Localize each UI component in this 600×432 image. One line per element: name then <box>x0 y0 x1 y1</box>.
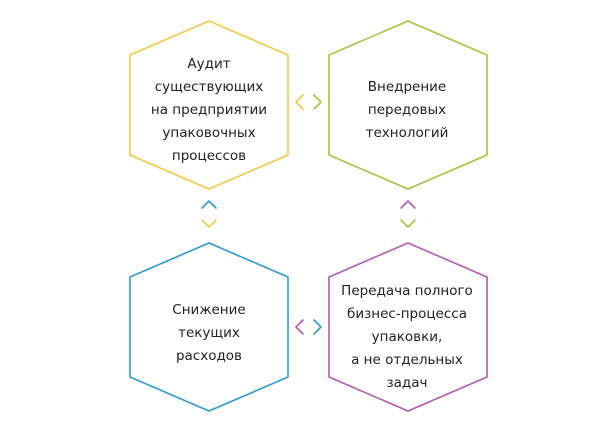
hexagon-tech <box>328 20 488 190</box>
label-line: технологий <box>365 125 449 141</box>
hexagon-costs-label: Снижение текущих расходов <box>139 299 279 368</box>
label-line: задач <box>386 375 428 391</box>
chevron-down-icon <box>201 219 217 228</box>
label-line: Внедрение <box>367 79 447 95</box>
label-line: текущих <box>178 325 240 341</box>
label-line: процессов <box>171 148 247 164</box>
chevron-up-icon <box>201 200 217 209</box>
label-line: на предприятии <box>150 102 268 118</box>
label-line: упаковочных <box>162 125 256 141</box>
label-line: Снижение <box>172 302 246 318</box>
chevron-down-icon <box>400 219 416 228</box>
label-line: а не отдельных <box>351 352 463 368</box>
hexagon-tech-label: Внедрение передовых технологий <box>337 76 477 145</box>
label-line: упаковки, <box>371 329 443 345</box>
label-line: Передача полного <box>341 283 473 299</box>
chevron-pair-horizontal-icon <box>295 319 322 335</box>
chevron-up-icon <box>400 200 416 209</box>
chevron-right-icon <box>313 94 322 110</box>
label-line: бизнес-процесса <box>347 306 467 322</box>
label-line: расходов <box>175 348 243 364</box>
hexagon-transfer-label: Передача полного бизнес-процесса упаковк… <box>337 280 477 395</box>
chevron-left-icon <box>295 319 304 335</box>
label-line: передовых <box>367 102 447 118</box>
label-line: Аудит <box>187 56 231 72</box>
hexagon-costs <box>129 242 289 412</box>
chevron-left-icon <box>295 94 304 110</box>
chevron-pair-horizontal-icon <box>295 94 322 110</box>
hexagon-audit <box>129 20 289 190</box>
hexagon-transfer <box>328 242 488 412</box>
hexagon-audit-label: Аудит существующих на предприятии упаков… <box>139 53 279 168</box>
chevron-pair-vertical-icon <box>201 200 217 228</box>
chevron-right-icon <box>313 319 322 335</box>
label-line: существующих <box>154 79 264 95</box>
chevron-pair-vertical-icon <box>400 200 416 228</box>
